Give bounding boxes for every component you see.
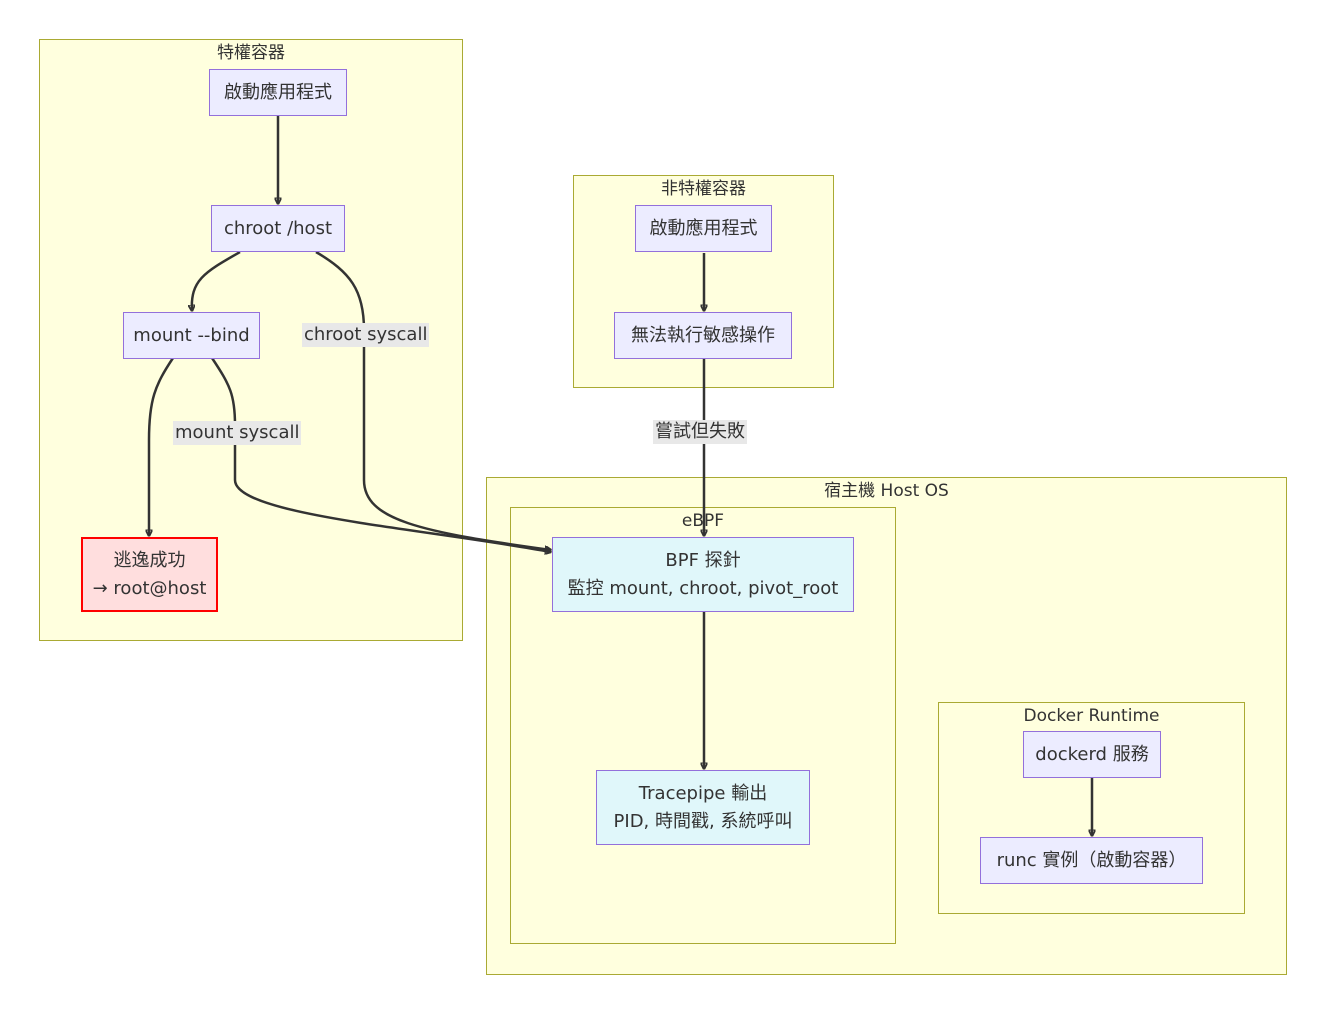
node-chroot-host[interactable]: chroot /host	[211, 205, 345, 252]
node-unpriv-start-app-label: 啟動應用程式	[649, 217, 758, 239]
node-dockerd-service[interactable]: dockerd 服務	[1023, 731, 1161, 778]
node-chroot-host-label: chroot /host	[223, 217, 333, 239]
node-unpriv-start-app[interactable]: 啟動應用程式	[635, 205, 772, 252]
node-bpf-probe-line1: BPF 探針	[665, 549, 741, 571]
node-runc-instance[interactable]: runc 實例（啟動容器）	[980, 837, 1203, 884]
node-mount-bind-label: mount --bind	[133, 324, 250, 346]
node-tracepipe-output[interactable]: Tracepipe 輸出 PID, 時間戳, 系統呼叫	[596, 770, 810, 845]
cluster-host-title: 宿主機 Host OS	[824, 481, 949, 501]
node-no-sensitive-ops-label: 無法執行敏感操作	[631, 324, 775, 346]
node-runc-instance-label: runc 實例（啟動容器）	[996, 849, 1187, 871]
node-no-sensitive-ops[interactable]: 無法執行敏感操作	[614, 312, 792, 359]
node-tracepipe-line2: PID, 時間戳, 系統呼叫	[613, 810, 793, 832]
node-escape-line1: 逃逸成功	[113, 549, 186, 571]
node-priv-start-app-label: 啟動應用程式	[224, 81, 332, 103]
node-escape-success[interactable]: 逃逸成功 → root@host	[81, 537, 218, 612]
node-priv-start-app[interactable]: 啟動應用程式	[209, 69, 347, 116]
edge-mount-to-bpf	[210, 357, 551, 552]
edge-label-mount-syscall: mount syscall	[173, 421, 302, 445]
node-bpf-probe-line2: 監控 mount, chroot, pivot_root	[567, 577, 839, 599]
cluster-unprivileged-title: 非特權容器	[661, 179, 746, 199]
node-escape-line2: → root@host	[92, 577, 207, 599]
cluster-docker-title: Docker Runtime	[1023, 706, 1160, 726]
node-bpf-probe[interactable]: BPF 探針 監控 mount, chroot, pivot_root	[552, 537, 854, 612]
edge-label-chroot-syscall: chroot syscall	[302, 323, 430, 347]
edge-chroot-to-bpf	[315, 250, 551, 550]
node-mount-bind[interactable]: mount --bind	[123, 312, 260, 359]
node-dockerd-service-label: dockerd 服務	[1035, 743, 1149, 765]
edge-label-try-fail: 嘗試但失敗	[653, 420, 747, 444]
cluster-privileged-title: 特權容器	[217, 43, 285, 63]
edge-mount-to-escape	[149, 357, 175, 536]
node-tracepipe-line1: Tracepipe 輸出	[638, 782, 768, 804]
edge-chroot-to-mount	[192, 250, 241, 311]
